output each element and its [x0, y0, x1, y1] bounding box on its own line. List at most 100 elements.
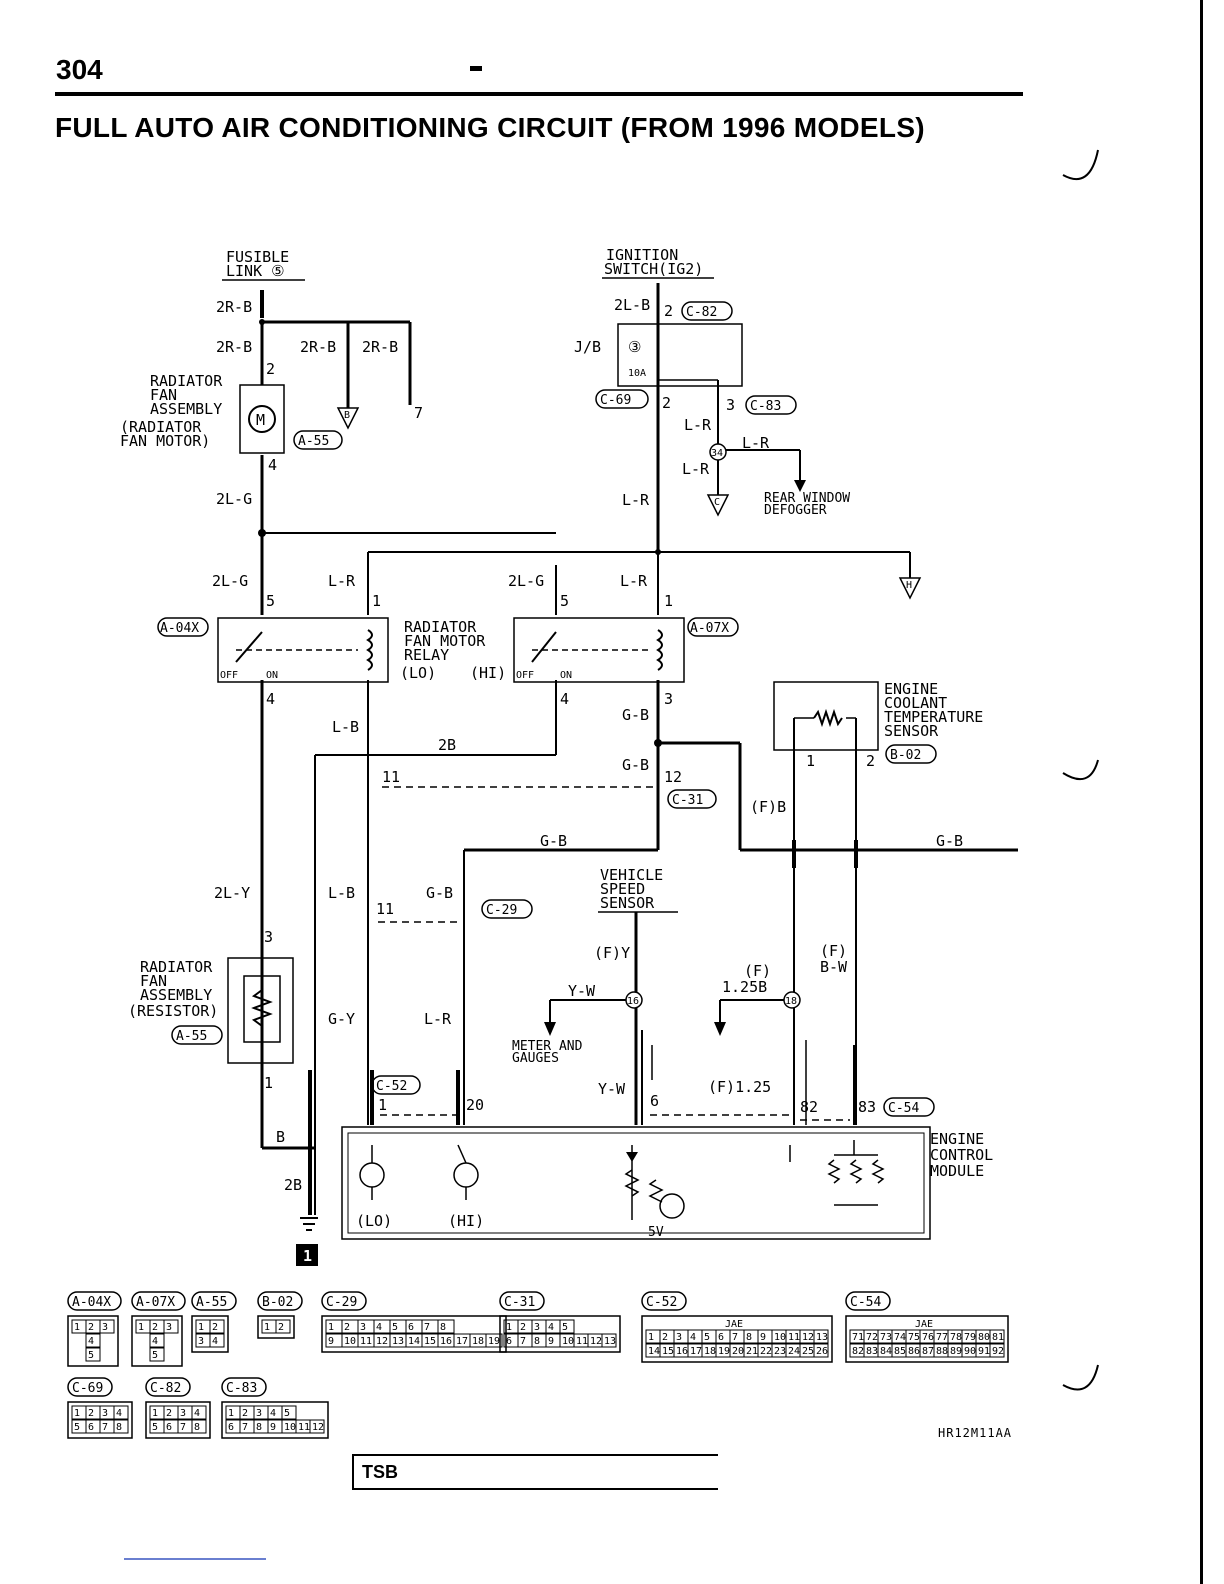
connector-pin-number: 7 — [520, 1336, 526, 1347]
relay-hi-label: (HI) — [470, 664, 506, 682]
connector-pin-cell — [485, 1333, 503, 1348]
connector-view-label: C-82 — [150, 1381, 181, 1396]
connector-pin-number: 20 — [732, 1346, 744, 1357]
connector-pin-number: 71 — [852, 1332, 864, 1343]
connector-pin-number: 11 — [788, 1332, 800, 1343]
pin-20-c52: 20 — [466, 1096, 484, 1114]
connector-pin-number: 84 — [880, 1346, 892, 1357]
connector-view-label-oval — [131, 1291, 186, 1311]
connector-pin-number: 23 — [774, 1346, 786, 1357]
connector-pin-number: 8 — [116, 1422, 122, 1433]
wire-2rb-3: 2R-B — [300, 338, 336, 356]
connector-view-label: B-02 — [262, 1295, 293, 1310]
connector-pin-number: 12 — [312, 1422, 324, 1433]
connector-pin-number: 10 — [284, 1422, 296, 1433]
pin-1-res: 1 — [264, 1074, 273, 1092]
wire-2lg-2: 2L-G — [212, 572, 248, 590]
relay-label-2: FAN MOTOR — [404, 632, 486, 650]
wire-lr-1: L-R — [684, 416, 712, 434]
connector-pin-number: 5 — [562, 1322, 568, 1333]
connector-pin-cell — [309, 1419, 325, 1434]
connector-pin-cell — [559, 1319, 575, 1334]
connector-pin-number: 2 — [242, 1408, 248, 1419]
pin-4-a04x: 4 — [266, 690, 275, 708]
fuse-number: ③ — [628, 338, 641, 356]
connector-pin-cell — [601, 1333, 617, 1348]
connector-pin-cell — [191, 1405, 207, 1420]
relay-label-3: RELAY — [404, 646, 449, 664]
tsb-label: TSB — [362, 1462, 398, 1482]
ground-id: 1 — [303, 1247, 312, 1265]
connector-pin-number: 3 — [102, 1408, 108, 1419]
connector-a55: A-55 — [298, 434, 329, 449]
connector-pin-number: 9 — [760, 1332, 766, 1343]
connector-pin-number: 1 — [74, 1408, 80, 1419]
connector-pin-number: 25 — [802, 1346, 814, 1357]
connector-pin-number: 7 — [732, 1332, 738, 1343]
connector-pin-number: 1 — [74, 1322, 80, 1333]
rad-fan-resistor-label-4: (RESISTOR) — [128, 1002, 218, 1020]
connector-pin-number: 3 — [198, 1336, 204, 1347]
connector-pin-number: 73 — [880, 1332, 892, 1343]
ecm-label-3: MODULE — [930, 1162, 984, 1180]
pin-2-c82: 2 — [664, 302, 673, 320]
wire-yw-1: Y-W — [568, 982, 596, 1000]
ect-sensor-label-3: TEMPERATURE — [884, 708, 983, 726]
junction-34: 34 — [711, 448, 723, 459]
connector-pin-number: 2 — [88, 1322, 94, 1333]
wire-2rb-2: 2R-B — [216, 338, 252, 356]
connector-pin-number: 5 — [74, 1422, 80, 1433]
connector-pin-number: 14 — [408, 1336, 420, 1347]
connector-pin-number: 89 — [950, 1346, 962, 1357]
junction-c: C — [714, 497, 720, 508]
page-number: 304 — [56, 54, 103, 85]
connector-pin-number: 1 — [228, 1408, 234, 1419]
pin-5-a04x: 5 — [266, 592, 275, 610]
connector-pin-number: 9 — [270, 1422, 276, 1433]
connector-pin-number: 2 — [88, 1408, 94, 1419]
switch-off-label-1: OFF — [220, 670, 238, 681]
connector-pin-number: 4 — [212, 1336, 218, 1347]
pin-6: 6 — [650, 1092, 659, 1110]
connector-pin-number: 1 — [264, 1322, 270, 1333]
connector-jae-label: JAE — [725, 1319, 743, 1330]
connector-view-label-oval — [845, 1291, 891, 1311]
connector-pin-number: 15 — [662, 1346, 674, 1357]
connector-pin-number: 5 — [704, 1332, 710, 1343]
connector-view-label: C-31 — [504, 1295, 535, 1310]
connector-pin-number: 19 — [488, 1336, 500, 1347]
motor-symbol: M — [256, 411, 265, 429]
connector-pin-cell — [149, 1347, 165, 1362]
wire-2b-gnd: 2B — [284, 1176, 302, 1194]
connector-pin-number: 83 — [866, 1346, 878, 1357]
ignition-switch-label-2: SWITCH(IG2) — [604, 260, 703, 278]
connector-view-housing — [845, 1315, 1009, 1363]
wire-2rb-4: 2R-B — [362, 338, 398, 356]
ect-sensor-label-4: SENSOR — [884, 722, 939, 740]
connector-pin-number: 11 — [576, 1336, 588, 1347]
connector-pin-number: 4 — [152, 1336, 158, 1347]
wire-lb-2: L-B — [328, 884, 355, 902]
meter-label-2: GAUGES — [512, 1051, 559, 1066]
connector-pin-number: 2 — [662, 1332, 668, 1343]
connector-view-housing — [257, 1315, 295, 1339]
connector-pin-number: 18 — [472, 1336, 484, 1347]
connector-pin-number: 15 — [424, 1336, 436, 1347]
wire-gb-5: G-B — [426, 884, 453, 902]
connector-pin-number: 90 — [964, 1346, 976, 1357]
pin-7: 7 — [414, 404, 423, 422]
connector-view-label-oval — [499, 1291, 545, 1311]
connector-pin-number: 82 — [852, 1346, 864, 1357]
wire-gb-1: G-B — [622, 706, 649, 724]
connector-view-label-oval — [67, 1377, 113, 1397]
wire-2lb: 2L-B — [614, 296, 650, 314]
connector-pin-number: 4 — [376, 1322, 382, 1333]
pin-1-b02: 1 — [806, 752, 815, 770]
